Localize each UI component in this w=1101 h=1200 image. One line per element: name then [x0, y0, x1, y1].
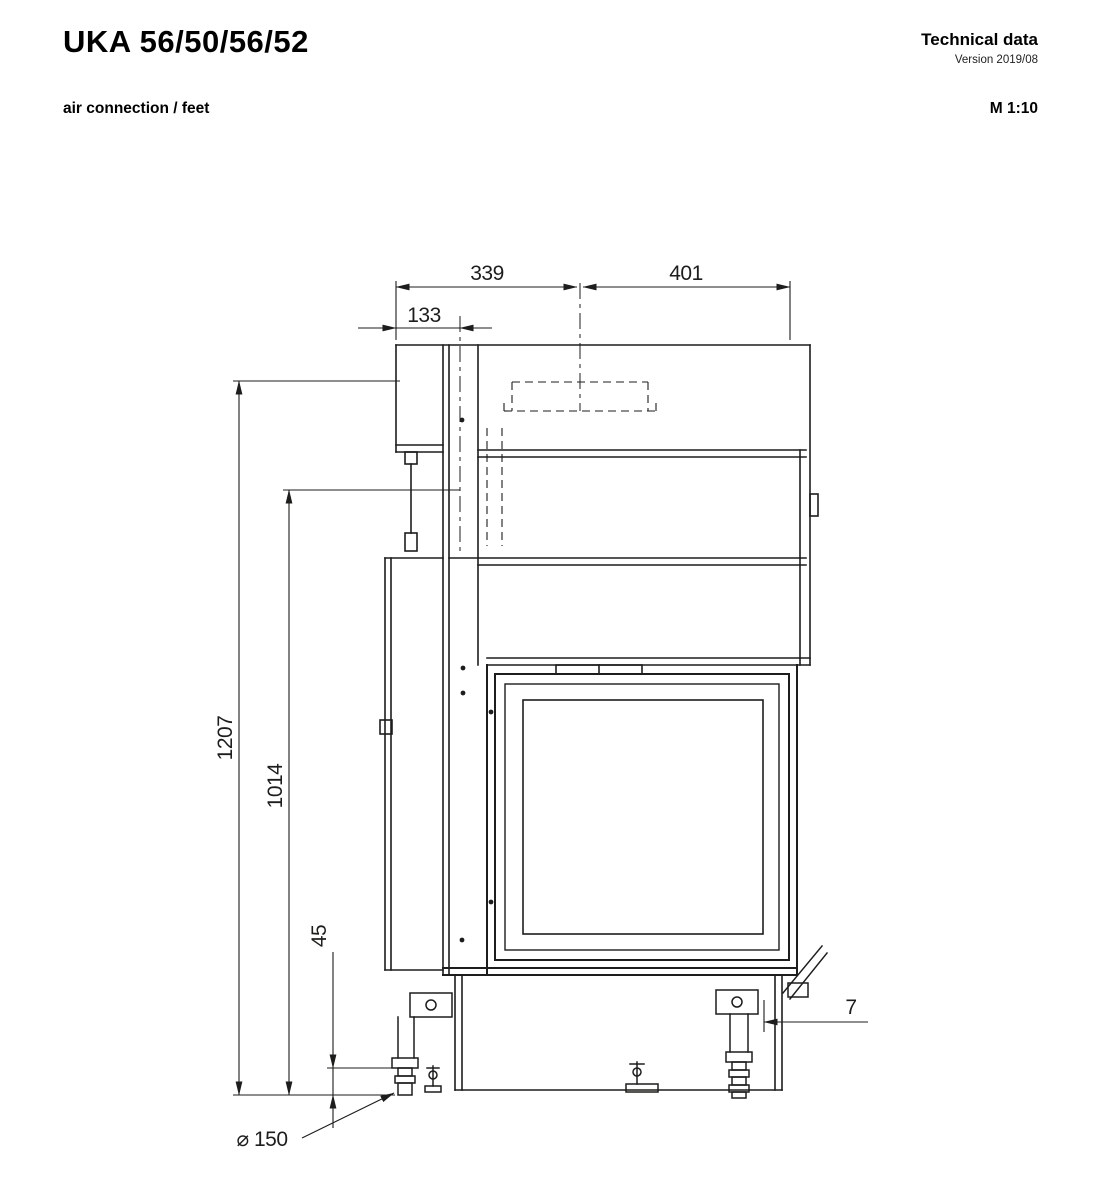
doc-type-label: Technical data	[921, 30, 1038, 49]
center-lines	[459, 283, 581, 556]
hidden-lines	[486, 381, 657, 546]
drawing-subtitle: air connection / feet	[63, 100, 210, 117]
dimension-lines	[233, 281, 868, 1139]
dim-width-left-label: 339	[470, 262, 504, 285]
dim-width-right-label: 401	[669, 262, 703, 285]
firebox-door	[442, 664, 798, 976]
dim-air-connection-height-label: 1014	[264, 763, 287, 809]
dim-foot-adjust-label: 45	[308, 925, 331, 947]
feet-and-fittings	[391, 944, 829, 1099]
dim-rear-offset-label: 7	[845, 996, 856, 1019]
version-label: Version 2019/08	[954, 54, 1038, 66]
screw-dots	[459, 417, 494, 943]
dim-air-duct-offset-label: 133	[407, 304, 441, 327]
page-title: UKA 56/50/56/52	[63, 24, 309, 59]
unit-body-outline	[379, 344, 819, 1091]
dim-overall-height-label: 1207	[214, 716, 237, 761]
dim-air-diameter-label: ⌀ 150	[236, 1128, 287, 1151]
scale-label: M 1:10	[989, 100, 1038, 117]
dimension-labels: 339 401 133 1207 1014 45 7 ⌀ 150	[214, 262, 857, 1151]
